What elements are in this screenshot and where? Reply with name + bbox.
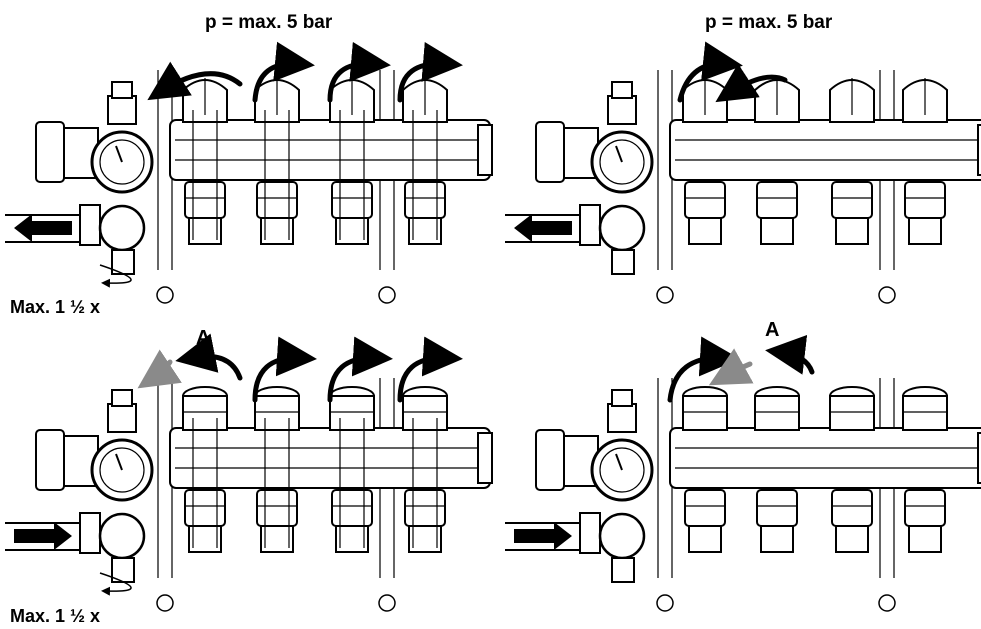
drain-valve xyxy=(98,204,146,252)
pipe-fitting xyxy=(831,489,873,527)
inlet-nut xyxy=(35,429,65,491)
bracket-hole xyxy=(656,286,674,304)
end-cap xyxy=(977,124,981,176)
gauge-needle xyxy=(615,453,623,471)
manifold-bar xyxy=(669,119,981,181)
flow-meter xyxy=(682,395,728,431)
rotation-arrow xyxy=(715,63,788,103)
bracket-hole xyxy=(878,594,896,612)
drain-valve xyxy=(98,512,146,560)
marker-a-left: A xyxy=(196,327,211,349)
end-cap xyxy=(977,432,981,484)
pipe-fitting xyxy=(256,489,298,527)
pipe-fitting xyxy=(756,489,798,527)
pressure-label-left: p = max. 5 bar xyxy=(205,12,333,33)
manifold-unit xyxy=(5,333,493,612)
flow-meter xyxy=(829,395,875,431)
manifold-unit xyxy=(192,335,981,612)
drain-valve xyxy=(598,512,646,560)
pipe-fitting xyxy=(331,489,373,527)
pipe-fitting xyxy=(404,489,446,527)
rotation-arrow xyxy=(397,336,463,403)
flow-out-arrow xyxy=(14,214,72,242)
manifold-unit xyxy=(5,41,493,304)
drain-valve xyxy=(598,204,646,252)
bracket-hole xyxy=(378,594,396,612)
vent-valve xyxy=(607,403,637,433)
rotation-arrow xyxy=(147,61,243,101)
pipe-fitting xyxy=(404,181,446,219)
vent-valve xyxy=(607,95,637,125)
pipe-fitting xyxy=(904,181,946,219)
flow-in-arrow xyxy=(14,522,72,550)
rotation-arrow xyxy=(252,336,317,403)
vent-valve xyxy=(107,95,137,125)
marker-a-right: A xyxy=(765,319,780,341)
manifold-bar xyxy=(669,427,981,489)
pipe-fitting xyxy=(331,181,373,219)
pipe-fitting xyxy=(256,181,298,219)
rotation-arrow xyxy=(708,348,754,386)
flow-in-arrow xyxy=(514,522,572,550)
rotation-arrow xyxy=(397,42,463,103)
pressure-label-right: p = max. 5 bar xyxy=(705,12,833,33)
flow-meter xyxy=(402,395,448,431)
turn-limit-label-bottom: Max. 1 ½ x xyxy=(10,606,101,626)
drain-turn-arrow xyxy=(99,264,132,288)
pipe-fitting xyxy=(684,489,726,527)
inlet-nut xyxy=(535,121,565,183)
pipe-fitting xyxy=(756,181,798,219)
pipe-fitting xyxy=(184,181,226,219)
pipe-fitting xyxy=(831,181,873,219)
rotation-arrow xyxy=(175,333,243,381)
bracket-hole xyxy=(878,286,896,304)
rotation-arrow xyxy=(327,336,393,403)
gauge-needle xyxy=(615,145,623,163)
end-cap xyxy=(477,124,493,176)
rotation-arrow xyxy=(765,335,815,375)
end-cap xyxy=(477,432,493,484)
pipe-fitting xyxy=(684,181,726,219)
rotation-arrow xyxy=(137,349,182,389)
manifold-bar xyxy=(169,119,491,181)
drain-cap xyxy=(611,249,635,275)
manifold-bar xyxy=(169,427,491,489)
flow-meter xyxy=(329,395,375,431)
vent-valve xyxy=(107,403,137,433)
bracket-hole xyxy=(378,286,396,304)
manifold-unit xyxy=(192,41,981,304)
pipe-fitting xyxy=(904,489,946,527)
bracket-hole xyxy=(156,286,174,304)
rotation-arrow xyxy=(327,41,391,103)
flow-meter xyxy=(902,395,948,431)
flow-meter xyxy=(254,395,300,431)
gauge-needle xyxy=(115,453,123,471)
flow-meter xyxy=(754,395,800,431)
bracket-hole xyxy=(656,594,674,612)
flow-out-arrow xyxy=(514,214,572,242)
pipe-fitting xyxy=(184,489,226,527)
gauge-needle xyxy=(115,145,123,163)
drain-turn-arrow xyxy=(99,572,132,596)
inlet-nut xyxy=(535,429,565,491)
inlet-nut xyxy=(35,121,65,183)
turn-limit-label-top: Max. 1 ½ x xyxy=(10,297,101,317)
drain-cap xyxy=(611,557,635,583)
rotation-arrow xyxy=(252,41,315,103)
bracket-hole xyxy=(156,594,174,612)
flow-meter xyxy=(182,395,228,431)
